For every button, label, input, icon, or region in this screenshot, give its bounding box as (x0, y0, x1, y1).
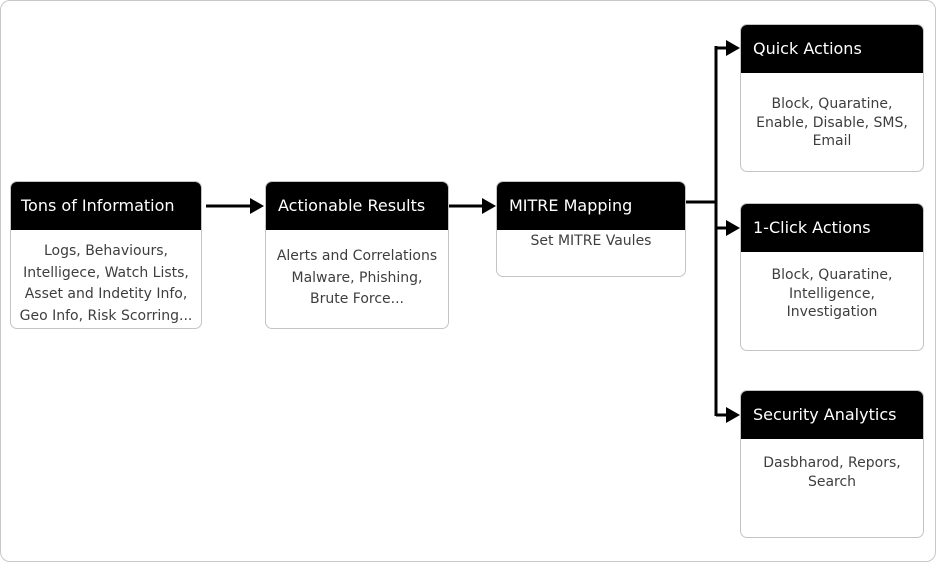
node-mitre-mapping-title: MITRE Mapping (497, 182, 685, 230)
node-quick-actions-body: Block, Quaratine, Enable, Disable, SMS, … (756, 96, 908, 149)
connector-info-to-results (206, 198, 264, 214)
node-actionable-results-body: Alerts and Correlations Malware, Phishin… (276, 248, 438, 307)
node-actionable-results: Actionable Results Alerts and Correlatio… (265, 181, 449, 329)
node-mitre-mapping: MITRE Mapping Set MITRE Vaules (496, 181, 686, 277)
connector-results-to-mitre (449, 198, 496, 214)
node-actionable-results-title: Actionable Results (266, 182, 448, 230)
node-mitre-mapping-body: Set MITRE Vaules (530, 233, 652, 249)
node-quick-actions-title: Quick Actions (741, 25, 923, 73)
node-quick-actions: Quick Actions Block, Quaratine, Enable, … (740, 24, 924, 172)
connector-mitre-to-actions (685, 40, 740, 423)
node-security-analytics-body: Dasbharod, Repors, Search (763, 455, 901, 490)
node-1-click-actions: 1-Click Actions Block, Quaratine, Intell… (740, 203, 924, 351)
node-1-click-actions-title: 1-Click Actions (741, 204, 923, 252)
node-1-click-actions-body: Block, Quaratine, Intelligence, Investig… (771, 267, 893, 320)
node-tons-of-information-body: Logs, Behaviours, Intelligece, Watch Lis… (19, 243, 193, 324)
node-security-analytics-title: Security Analytics (741, 391, 923, 439)
node-security-analytics: Security Analytics Dasbharod, Repors, Se… (740, 390, 924, 538)
node-tons-of-information: Tons of Information Logs, Behaviours, In… (10, 181, 202, 329)
node-tons-of-information-title: Tons of Information (11, 182, 201, 230)
